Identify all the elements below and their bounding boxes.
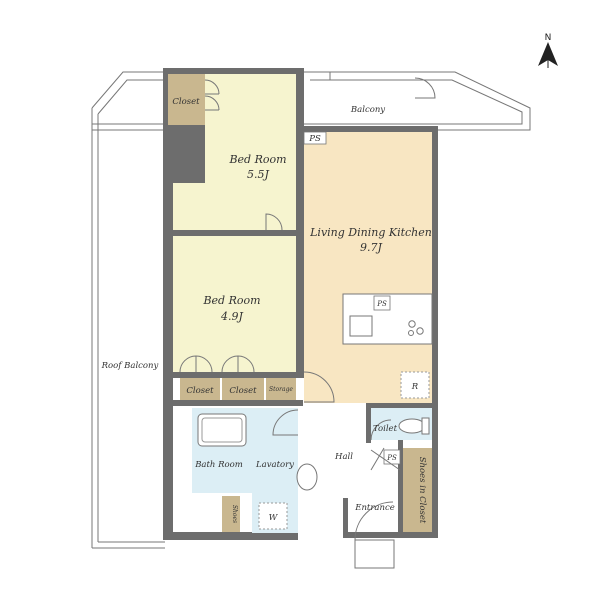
storage bbox=[266, 378, 296, 400]
closet-top bbox=[168, 74, 205, 125]
stove-burner-icon bbox=[408, 320, 416, 328]
compass: N bbox=[538, 33, 558, 68]
balcony-label: Balcony bbox=[350, 105, 385, 115]
storage-label: Storage bbox=[269, 386, 293, 393]
bedroom-1-name: Bed Room bbox=[228, 153, 286, 166]
ldk-size: 9.7J bbox=[360, 241, 382, 254]
shoes-small-label: Shoes bbox=[231, 505, 238, 523]
hall-label: Hall bbox=[334, 452, 353, 462]
north-arrow-icon bbox=[538, 42, 558, 66]
balcony-outline bbox=[91, 71, 531, 549]
ps-hall-label: PS bbox=[386, 454, 397, 462]
washer-label: W bbox=[269, 513, 279, 523]
entrance-label: Entrance bbox=[354, 503, 395, 513]
closet-top-label: Closet bbox=[172, 97, 200, 107]
compass-north-label: N bbox=[545, 33, 552, 43]
shoes-small-area bbox=[222, 496, 240, 532]
roof-balcony-label: Roof Balcony bbox=[101, 361, 159, 371]
doors bbox=[179, 77, 436, 569]
bedroom-1-size: 5.5J bbox=[247, 168, 269, 181]
shoes-closet-area bbox=[403, 448, 432, 532]
refrigerator-space bbox=[400, 371, 430, 399]
ps-top-label: PS bbox=[308, 134, 321, 144]
ps-top bbox=[303, 131, 327, 145]
closet-left-label: Closet bbox=[186, 386, 214, 396]
ldk-name: Living Dining Kitchen bbox=[309, 226, 432, 239]
bedroom-2-name: Bed Room bbox=[202, 294, 260, 307]
shoes-in-closet-label: Shoes in Closet bbox=[417, 457, 427, 524]
washbasin-icon bbox=[296, 463, 318, 491]
kitchen-sink-icon bbox=[349, 315, 373, 337]
labels: Closet Balcony PS Bed Room 5.5J Living D… bbox=[101, 97, 432, 524]
toilet-label: Toilet bbox=[373, 424, 398, 434]
closet-left bbox=[180, 378, 220, 400]
closet-right bbox=[222, 378, 264, 400]
ps-kitchen-label: PS bbox=[376, 300, 387, 308]
bedroom-2-area bbox=[173, 236, 296, 372]
ldk-area bbox=[304, 132, 432, 403]
closet-right-label: Closet bbox=[229, 386, 257, 396]
ps-kitchen-box bbox=[373, 295, 391, 311]
fixtures bbox=[197, 293, 433, 530]
bedroom-2-size: 4.9J bbox=[220, 310, 243, 323]
bathtub-icon bbox=[197, 413, 247, 447]
washer-space bbox=[258, 502, 288, 530]
refrigerator-label: R bbox=[411, 382, 419, 392]
bath-room-label: Bath Room bbox=[194, 460, 243, 470]
lavatory-label: Lavatory bbox=[255, 460, 294, 470]
toilet-bowl-icon bbox=[398, 418, 426, 434]
